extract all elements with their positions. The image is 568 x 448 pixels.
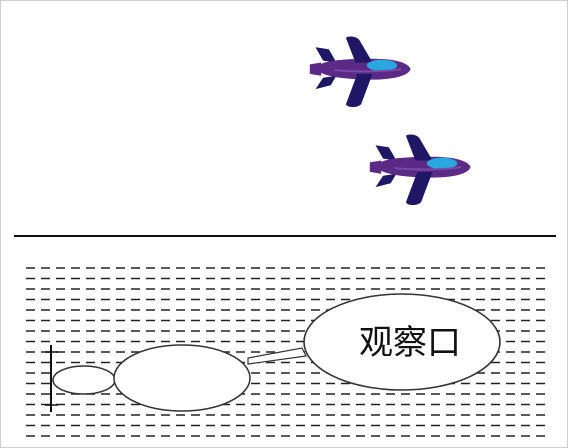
speech-bubble-icon: 观察口 [303, 293, 501, 391]
observation-port-label: 观察口 [359, 323, 461, 363]
submarine-icon [45, 344, 307, 412]
